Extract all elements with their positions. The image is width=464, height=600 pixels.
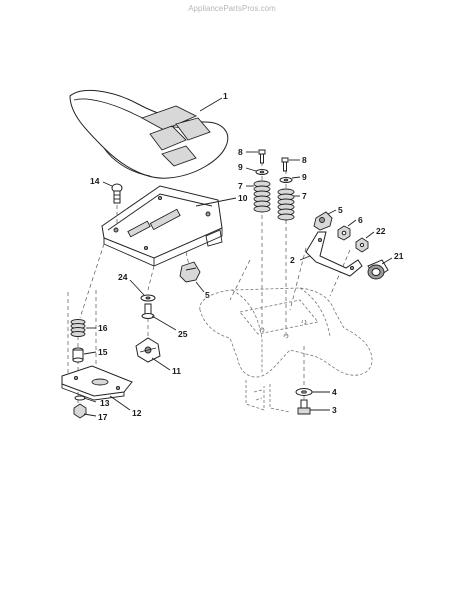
- leader-line: [381, 257, 393, 265]
- callout-7[interactable]: 7: [302, 191, 307, 201]
- watermark-text: AppliancePartsPros.com: [188, 4, 276, 13]
- callout-17[interactable]: 17: [98, 412, 108, 422]
- spring-part[interactable]: [253, 180, 271, 213]
- leader-line: [151, 357, 171, 371]
- callout-9[interactable]: 9: [238, 162, 243, 172]
- callout-4[interactable]: 4: [332, 387, 337, 397]
- leader-line: [245, 167, 257, 172]
- bolt-part[interactable]: [141, 303, 155, 319]
- callout-12[interactable]: 12: [132, 408, 142, 418]
- callout-9[interactable]: 9: [302, 172, 307, 182]
- nut-part[interactable]: [337, 225, 351, 241]
- leader-line: [199, 97, 223, 112]
- callout-24[interactable]: 24: [118, 272, 128, 282]
- washer-part[interactable]: [255, 169, 269, 175]
- callout-5[interactable]: 5: [205, 290, 210, 300]
- callout-1[interactable]: 1: [223, 91, 228, 101]
- callout-15[interactable]: 15: [98, 347, 108, 357]
- callout-3[interactable]: 3: [332, 405, 337, 415]
- bolt-part[interactable]: [297, 399, 311, 415]
- bolt-part[interactable]: [258, 149, 266, 164]
- seat-pan-part[interactable]: [101, 185, 223, 267]
- adjuster-knob-part[interactable]: [179, 261, 201, 283]
- callout-10[interactable]: 10: [238, 193, 248, 203]
- leader-line: [299, 255, 311, 261]
- leader-line: [195, 281, 205, 293]
- assembly-line: [147, 265, 155, 291]
- callout-21[interactable]: 21: [394, 251, 404, 261]
- bushing-part[interactable]: [72, 347, 84, 363]
- callout-16[interactable]: 16: [98, 323, 108, 333]
- callout-8[interactable]: 8: [238, 147, 243, 157]
- callout-14[interactable]: 14: [90, 176, 100, 186]
- leader-line: [83, 397, 97, 403]
- callout-13[interactable]: 13: [100, 398, 110, 408]
- nut-part[interactable]: [73, 403, 87, 419]
- assembly-line: [229, 259, 251, 301]
- bolt-part[interactable]: [111, 183, 123, 204]
- leader-line: [365, 231, 375, 239]
- callout-5[interactable]: 5: [338, 205, 343, 215]
- seat-bracket-part[interactable]: [305, 231, 363, 277]
- leader-line: [129, 279, 145, 296]
- washer-part[interactable]: [295, 388, 313, 396]
- leader-line: [291, 176, 301, 179]
- callout-8[interactable]: 8: [302, 155, 307, 165]
- hinge-part[interactable]: [135, 337, 161, 363]
- callout-25[interactable]: 25: [178, 329, 188, 339]
- callout-11[interactable]: 11: [172, 366, 181, 376]
- washer-part[interactable]: [140, 294, 156, 302]
- washer-part[interactable]: [279, 177, 293, 183]
- leader-line: [102, 181, 113, 187]
- callout-22[interactable]: 22: [376, 226, 386, 236]
- fender-outline: [199, 287, 373, 413]
- bolt-part[interactable]: [281, 157, 289, 172]
- leader-line: [83, 351, 97, 355]
- mounting-plate-part[interactable]: [61, 365, 133, 401]
- callout-2[interactable]: 2: [290, 255, 295, 265]
- leader-line: [151, 315, 177, 331]
- callout-6[interactable]: 6: [358, 215, 363, 225]
- spring-part[interactable]: [70, 319, 86, 337]
- leader-line: [109, 395, 131, 411]
- leader-line: [83, 413, 97, 417]
- leader-line: [195, 197, 237, 207]
- nut-part[interactable]: [355, 237, 369, 253]
- spring-part[interactable]: [277, 188, 295, 221]
- callout-7[interactable]: 7: [238, 181, 243, 191]
- assembly-line: [329, 249, 351, 297]
- knob-bolt-part[interactable]: [367, 259, 389, 280]
- washer-part[interactable]: [74, 395, 86, 401]
- adjuster-knob-part[interactable]: [313, 211, 333, 231]
- leader-line: [327, 209, 337, 215]
- leader-line: [347, 219, 357, 227]
- assembly-line: [79, 243, 105, 319]
- seat-part[interactable]: [69, 90, 229, 179]
